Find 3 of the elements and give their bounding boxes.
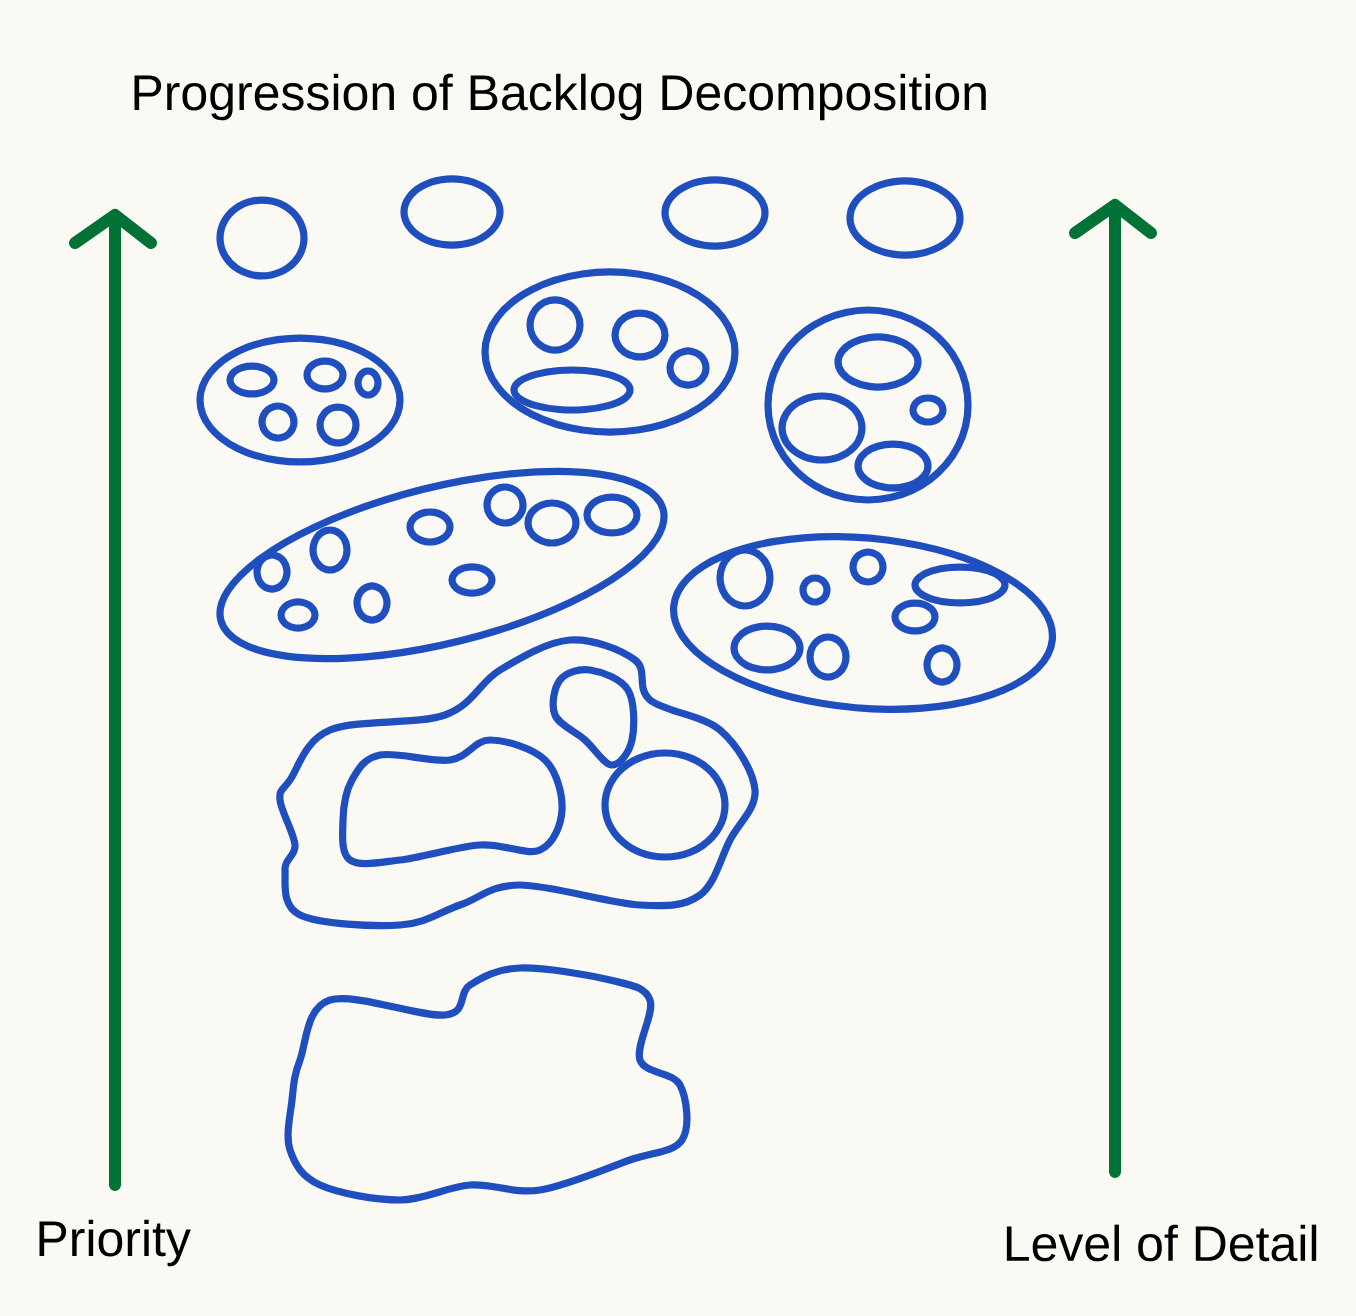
title: Progression of Backlog Decomposition — [134, 73, 986, 121]
axis-label: Priority — [39, 1219, 191, 1267]
axis-label: Level of Detail — [1006, 1224, 1317, 1262]
